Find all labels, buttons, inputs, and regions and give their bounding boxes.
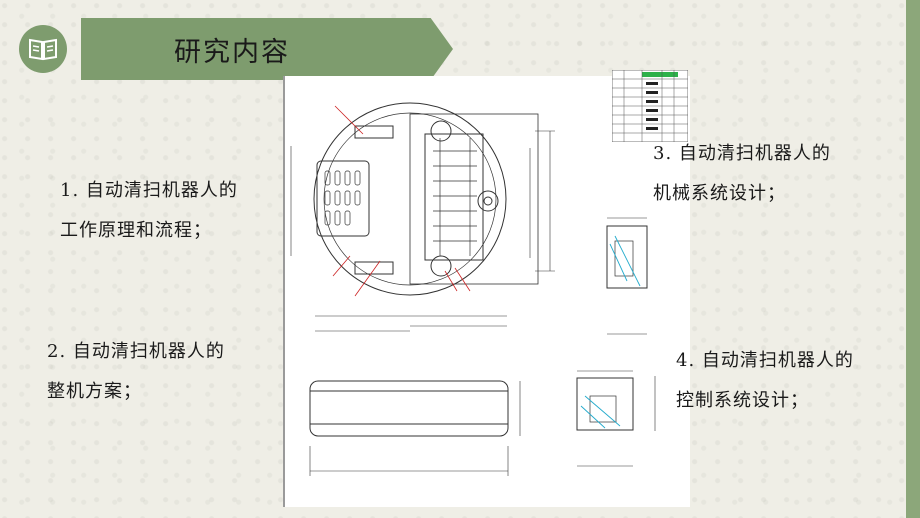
item-1-line2: 工作原理和流程； — [60, 220, 212, 241]
page-title: 研究内容 — [174, 37, 290, 68]
item-2-line1: 2. 自动清扫机器人的 — [47, 341, 225, 362]
technical-drawing — [283, 76, 690, 507]
item-1-line1: 1. 自动清扫机器人的 — [60, 180, 238, 201]
book-icon — [29, 38, 57, 61]
item-2: 2. 自动清扫机器人的 整机方案； — [47, 336, 225, 408]
item-3-line2: 机械系统设计； — [653, 183, 786, 204]
item-3-line1: 3. 自动清扫机器人的 — [653, 143, 831, 164]
parts-table-graphic — [611, 69, 689, 143]
item-2-line2: 整机方案； — [47, 381, 142, 402]
drawing-graphic — [290, 102, 656, 476]
right-decor-strip — [906, 0, 920, 518]
parts-table — [611, 69, 689, 143]
item-3: 3. 自动清扫机器人的 机械系统设计； — [653, 138, 831, 210]
item-4: 4. 自动清扫机器人的 控制系统设计； — [676, 345, 854, 417]
title-bar — [81, 18, 453, 80]
title-badge — [19, 25, 67, 73]
item-4-line1: 4. 自动清扫机器人的 — [676, 350, 854, 371]
item-1: 1. 自动清扫机器人的 工作原理和流程； — [60, 175, 238, 247]
item-4-line2: 控制系统设计； — [676, 390, 809, 411]
